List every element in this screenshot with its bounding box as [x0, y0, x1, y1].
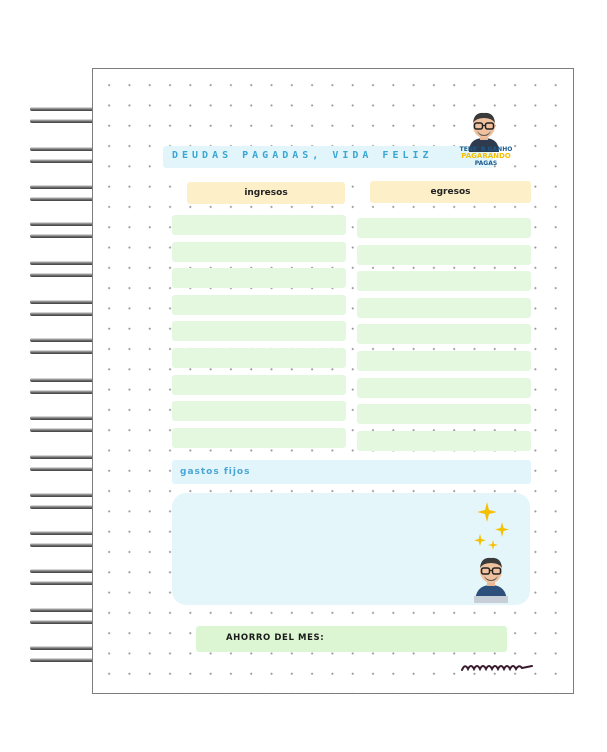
title-bar	[163, 146, 493, 168]
expense-row[interactable]	[357, 218, 531, 238]
ring-wire	[30, 646, 120, 650]
ring-wire	[30, 197, 120, 201]
ring-wire	[30, 350, 120, 354]
ring-wire	[30, 107, 120, 111]
income-row[interactable]	[172, 374, 346, 395]
expense-row[interactable]	[357, 351, 531, 371]
ring-wire	[30, 261, 120, 265]
fixed-expenses-box[interactable]	[172, 493, 530, 605]
income-row[interactable]	[172, 401, 346, 422]
ring-wire	[30, 428, 120, 432]
ring-wire	[30, 273, 120, 277]
expense-row[interactable]	[357, 244, 531, 265]
ring-wire	[30, 581, 120, 585]
ring-wire	[30, 543, 120, 547]
ring-wire	[30, 390, 120, 394]
expense-row[interactable]	[357, 430, 531, 451]
ring-wire	[30, 505, 120, 509]
ring-wire	[30, 467, 120, 471]
avatar-bottom-icon	[474, 557, 508, 603]
expense-row[interactable]	[357, 404, 531, 425]
monthly-savings-label: AHORRO DEL MES:	[226, 633, 325, 643]
ring-wire	[30, 119, 120, 123]
income-row[interactable]	[172, 241, 346, 262]
ring-wire	[30, 658, 120, 662]
income-row[interactable]	[172, 268, 346, 289]
income-row[interactable]	[172, 348, 346, 368]
income-row[interactable]	[172, 215, 346, 235]
monthly-savings-bar[interactable]	[196, 626, 507, 652]
ring-wire	[30, 608, 120, 612]
ring-wire	[30, 493, 120, 497]
ring-wire	[30, 147, 120, 151]
expense-row[interactable]	[357, 377, 531, 398]
logo-line-2: PAGARANDO	[461, 152, 511, 160]
ring-wire	[30, 312, 120, 316]
expense-header: egresos	[370, 181, 531, 203]
ring-wire	[30, 531, 120, 535]
fixed-expenses-bar	[172, 460, 531, 484]
logo-line-3: PAGAS	[474, 160, 498, 167]
brand-logo: TENE' R GANHO PAGARANDO PAGAS	[443, 146, 529, 167]
expense-row[interactable]	[357, 271, 531, 292]
ring-wire	[30, 338, 120, 342]
ring-wire	[30, 378, 120, 382]
fixed-expenses-label: gastos fijos	[180, 467, 251, 477]
income-row[interactable]	[172, 321, 346, 342]
ring-wire	[30, 300, 120, 304]
signature-squiggle-icon	[461, 665, 533, 672]
income-header: ingresos	[187, 182, 345, 204]
ring-wire	[30, 455, 120, 459]
ring-wire	[30, 620, 120, 624]
avatar-top-icon	[469, 112, 499, 152]
logo-line-1: TENE' R GANHO	[459, 146, 513, 153]
expense-row[interactable]	[357, 297, 531, 318]
ring-wire	[30, 222, 120, 226]
income-row[interactable]	[172, 427, 346, 448]
ring-wire	[30, 159, 120, 163]
income-row[interactable]	[172, 294, 346, 315]
expense-row[interactable]	[357, 324, 531, 345]
sparkles-icon	[474, 502, 509, 550]
page-title: DEUDAS PAGADAS, VIDA FELIZ	[172, 150, 433, 161]
ring-wire	[30, 569, 120, 573]
ring-wire	[30, 234, 120, 238]
ring-wire	[30, 416, 120, 420]
ring-wire	[30, 185, 120, 189]
